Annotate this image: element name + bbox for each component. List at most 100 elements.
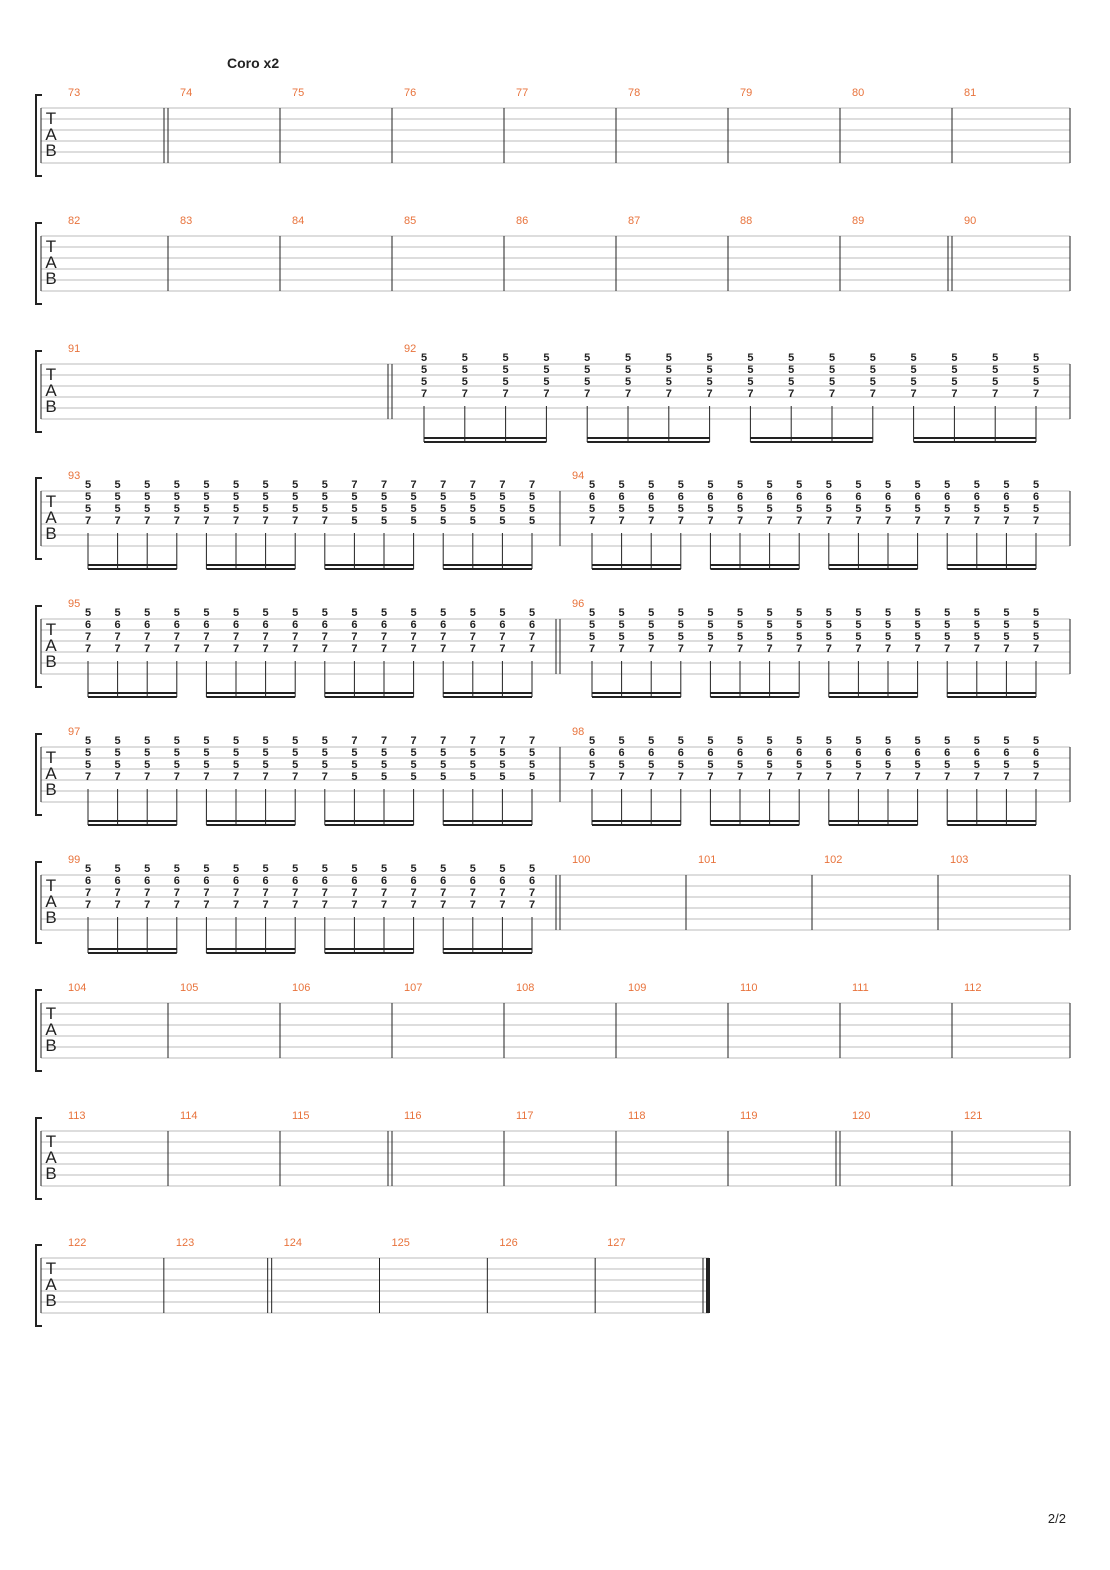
fret-number: 7 [619,515,625,527]
fret-number: 7 [292,631,298,643]
fret-number: 6 [796,747,802,759]
fret-number: 7 [1033,515,1039,527]
fret-number: 5 [885,619,891,631]
fret-number: 5 [911,376,917,388]
fret-number: 7 [707,515,713,527]
fret-number: 5 [233,607,239,619]
fret-number: 6 [915,491,921,503]
fret-number: 6 [115,619,121,631]
fret-number: 5 [322,747,328,759]
tab-clef-letter: A [45,1148,57,1167]
note-beam [443,692,532,694]
note-beam [206,692,296,694]
fret-number: 5 [678,735,684,747]
fret-number: 7 [826,771,832,783]
fret-number: 5 [233,735,239,747]
section-label: Coro x2 [227,55,280,71]
fret-number: 7 [174,515,180,527]
fret-number: 5 [543,376,549,388]
tab-clef-letter: T [46,1004,56,1023]
fret-number: 5 [440,863,446,875]
fret-number: 5 [381,503,387,515]
fret-number: 7 [870,388,876,400]
measure-number: 92 [404,343,416,355]
fret-number: 5 [263,491,269,503]
fret-number: 5 [796,619,802,631]
fret-number: 5 [1003,619,1009,631]
fret-number: 5 [381,491,387,503]
fret-number: 5 [144,491,150,503]
fret-number: 5 [529,607,535,619]
fret-number: 6 [529,619,535,631]
fret-number: 5 [421,376,427,388]
measure-number: 114 [180,1110,198,1122]
fret-number: 6 [351,619,357,631]
fret-number: 5 [381,747,387,759]
tab-clef-letter: A [45,508,57,527]
note-beam [324,820,414,822]
fret-number: 5 [470,503,476,515]
fret-number: 5 [381,607,387,619]
fret-number: 5 [589,631,595,643]
fret-number: 5 [503,376,509,388]
tab-clef-letter: B [45,269,56,288]
fret-number: 7 [529,887,535,899]
measure-number: 87 [628,215,640,227]
fret-number: 5 [322,759,328,771]
system-brace [35,1244,42,1327]
fret-number: 5 [829,352,835,364]
fret-number: 5 [292,479,298,491]
fret-number: 5 [826,503,832,515]
fret-number: 5 [951,352,957,364]
fret-number: 7 [529,479,535,491]
fret-number: 5 [584,364,590,376]
fret-number: 6 [233,875,239,887]
fret-number: 5 [826,619,832,631]
tab-clef-letter: T [46,748,56,767]
fret-number: 5 [292,759,298,771]
fret-number: 5 [203,503,209,515]
note-beam [88,696,177,698]
fret-number: 5 [767,735,773,747]
fret-number: 5 [974,735,980,747]
fret-number: 7 [144,515,150,527]
measure-number: 80 [852,87,864,99]
measure-number: 93 [68,470,80,482]
note-beam [913,441,1036,443]
measure-number: 127 [607,1237,625,1249]
fret-number: 5 [1003,631,1009,643]
note-beam [88,692,177,694]
fret-number: 7 [322,643,328,655]
fret-number: 5 [85,735,91,747]
note-beam [828,564,918,566]
measure-number: 82 [68,215,80,227]
note-beam [88,948,177,950]
fret-number: 5 [855,619,861,631]
fret-number: 5 [974,503,980,515]
fret-number: 5 [292,863,298,875]
system-brace [35,989,42,1072]
fret-number: 7 [263,899,269,911]
note-beam [947,820,1036,822]
fret-number: 7 [115,899,121,911]
fret-number: 5 [944,503,950,515]
fret-number: 5 [233,503,239,515]
fret-number: 5 [796,631,802,643]
fret-number: 7 [1033,771,1039,783]
fret-number: 5 [174,747,180,759]
fret-number: 7 [747,388,753,400]
fret-number: 7 [85,899,91,911]
fret-number: 5 [263,503,269,515]
fret-number: 7 [619,771,625,783]
fret-number: 5 [767,619,773,631]
fret-number: 5 [589,607,595,619]
note-beam [592,692,681,694]
fret-number: 6 [174,619,180,631]
fret-number: 5 [411,759,417,771]
fret-number: 7 [144,631,150,643]
fret-number: 5 [411,747,417,759]
fret-number: 5 [174,735,180,747]
fret-number: 5 [115,503,121,515]
fret-number: 5 [767,479,773,491]
